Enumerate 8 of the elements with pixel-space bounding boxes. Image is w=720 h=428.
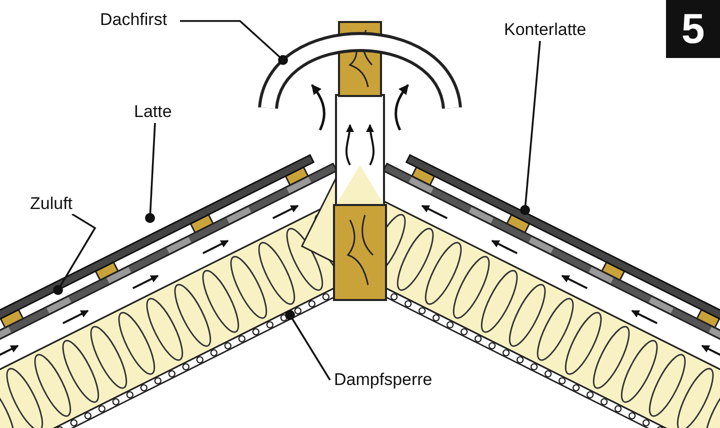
step-number: 5 — [666, 0, 720, 58]
leader-line — [180, 20, 288, 65]
leader-line — [145, 122, 156, 223]
part-label: Dampfsperre — [332, 370, 434, 390]
part-label: Zuluft — [28, 194, 75, 214]
leader-line — [53, 213, 96, 295]
leader-line — [285, 310, 331, 380]
leader-line — [520, 40, 541, 215]
